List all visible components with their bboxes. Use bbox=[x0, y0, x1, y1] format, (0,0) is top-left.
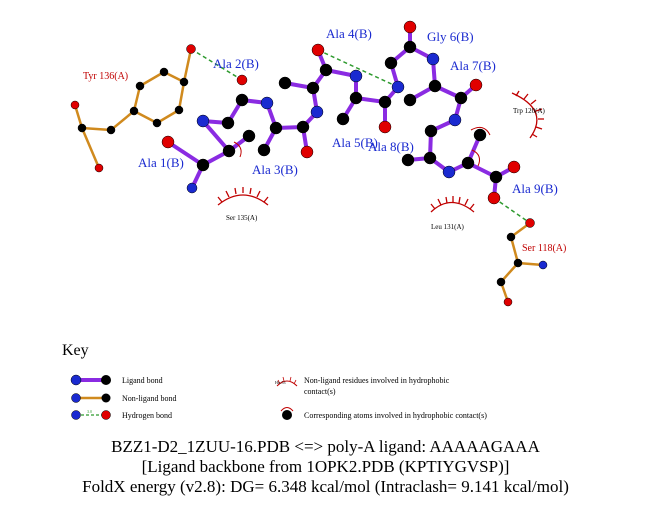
legend-hydrophobic-residues-label: Non-ligand residues involved in hydropho… bbox=[304, 376, 450, 385]
legend-ligand-bond: Ligand bond bbox=[70, 374, 163, 386]
ligand-residue-label: Ala 2(B) bbox=[213, 56, 259, 71]
caption-line-2: [Ligand backbone from 1OPK2.PDB (KPTIYGV… bbox=[141, 457, 510, 476]
ligand-residue-label: Ala 7(B) bbox=[450, 58, 496, 73]
legend: Ligand bond Non-ligand bond 3.0 Hydrogen… bbox=[70, 374, 487, 420]
ligand-residue-label: Ala 8(B) bbox=[368, 139, 414, 154]
ligand-residue-label: Gly 6(B) bbox=[427, 29, 474, 44]
hydrophobic-residue-label: Leu 131(A) bbox=[431, 223, 465, 231]
legend-hydrophobic-residues-label-2: contact(s) bbox=[304, 387, 336, 396]
hydrophobic-arcs bbox=[217, 90, 544, 213]
hydrophobic-residue-labels: Ser 135(A) Leu 131(A) Trp 120(A) bbox=[226, 107, 545, 231]
legend-hydrophobic-atom: Corresponding atoms involved in hydropho… bbox=[280, 407, 487, 420]
legend-hydrogen-bond: 3.0 Hydrogen bond bbox=[71, 409, 172, 420]
legend-hydrophobic-atoms-label: Corresponding atoms involved in hydropho… bbox=[304, 411, 487, 420]
ligand-residue-label: Ala 4(B) bbox=[326, 26, 372, 41]
legend-hydrophobic-residue: His 53 Non-ligand residues involved in h… bbox=[275, 376, 450, 396]
nonligand-residue-labels: Tyr 136(A) Ser 118(A) bbox=[83, 71, 566, 254]
nonligand-residue-label: Ser 118(A) bbox=[522, 243, 566, 254]
legend-hydrophobic-example: His 53 bbox=[275, 380, 286, 385]
legend-hbond-distance: 3.0 bbox=[87, 409, 92, 414]
leu131-arc bbox=[430, 196, 475, 213]
ligand-residue-label: Ala 3(B) bbox=[252, 162, 298, 177]
ligand-bonds bbox=[166, 25, 516, 200]
ligand-residue-label: Ala 5(B) bbox=[332, 135, 378, 150]
hydrophobic-residue-label: Ser 135(A) bbox=[226, 214, 258, 222]
ser135-arc bbox=[217, 187, 269, 206]
ligand-residue-labels: Ala 1(B) Ala 2(B) Ala 3(B) Ala 4(B) Ala … bbox=[138, 26, 558, 196]
nonligand-residue-label: Tyr 136(A) bbox=[83, 71, 128, 82]
legend-title: Key bbox=[62, 342, 89, 359]
ligand-residue-label: Ala 1(B) bbox=[138, 155, 184, 170]
hydrophobic-residue-label: Trp 120(A) bbox=[513, 107, 545, 115]
ligand-residue-label: Ala 9(B) bbox=[512, 181, 558, 196]
legend-hydrogen-bond-label: Hydrogen bond bbox=[122, 411, 172, 420]
hydrogen-bonds bbox=[190, 48, 531, 224]
legend-nonligand-bond-label: Non-ligand bond bbox=[122, 394, 176, 403]
caption-line-1: BZZ1-D2_1ZUU-16.PDB <=> poly-A ligand: A… bbox=[111, 437, 540, 456]
atoms bbox=[70, 20, 548, 307]
caption-line-3: FoldX energy (v2.8): DG= 6.348 kcal/mol … bbox=[82, 477, 569, 496]
legend-ligand-bond-label: Ligand bond bbox=[122, 376, 163, 385]
legend-nonligand-bond: Non-ligand bond bbox=[71, 393, 176, 403]
hydrophobic-atom-fringes bbox=[233, 126, 491, 167]
trp120-arc bbox=[511, 90, 544, 139]
